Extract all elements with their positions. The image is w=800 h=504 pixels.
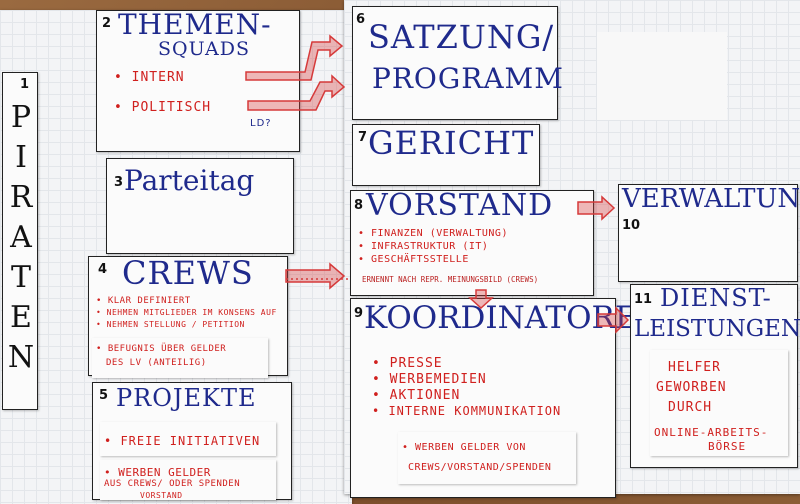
dienstleistungen-item: HELFER [668, 360, 721, 375]
blank-note [597, 32, 727, 120]
crews-note-card [92, 338, 268, 378]
dienstleistungen-item: BÖRSE [708, 440, 747, 453]
dienstleistungen-item: ONLINE-ARBEITS- [654, 426, 769, 439]
dienstleistungen-title-1: DIENST- [660, 284, 772, 312]
projekte-number: 5 [99, 388, 109, 403]
crews-title: CREWS [122, 254, 254, 292]
projekte-item-2b: AUS CREWS/ ODER SPENDEN [104, 479, 241, 489]
letter: T [10, 260, 31, 295]
gericht-title: GERICHT [368, 124, 535, 162]
dienstleistungen-item: GEWORBEN [656, 380, 727, 395]
vorstand-title: VORSTAND [366, 188, 554, 223]
themensquads-number: 2 [102, 16, 112, 31]
parteitag-title: Parteitag [124, 164, 255, 197]
vorstand-card [350, 190, 594, 296]
crews-item: • NEHMEN STELLUNG / PETITION [96, 320, 245, 329]
letter: N [7, 340, 35, 375]
themensquads-note: LD? [250, 118, 272, 129]
koordinatoren-title: KOORDINATOREN [364, 300, 665, 336]
themensquads-title-2: SQUADS [158, 38, 250, 60]
crews-number: 4 [98, 262, 108, 277]
verwaltung-card [618, 184, 798, 282]
dienstleistungen-item: DURCH [668, 400, 713, 415]
projekte-item-1: • FREIE INITIATIVEN [104, 434, 261, 448]
piraten-vertical-label: P I R A T E N [6, 98, 36, 378]
letter: P [10, 100, 32, 135]
projekte-title: PROJEKTE [116, 384, 257, 412]
koordinatoren-item: • WERBEMEDIEN [372, 372, 487, 387]
parteitag-number: 3 [114, 175, 124, 190]
koordinatoren-item: • INTERNE KOMMUNIKATION [372, 404, 562, 418]
gericht-number: 7 [358, 130, 368, 145]
projekte-item-2a: • WERBEN GELDER [104, 466, 211, 479]
koordinatoren-item: • AKTIONEN [372, 388, 461, 403]
satzung-title-2: PROGRAMM [372, 62, 564, 95]
satzung-title-1: SATZUNG/ [368, 18, 555, 56]
verwaltung-title: VERWALTUNG [622, 184, 800, 214]
letter: I [15, 140, 27, 175]
projekte-initiatives-note [100, 422, 276, 456]
projekte-item-2c: VORSTAND [140, 491, 183, 500]
vorstand-item: • FINANZEN (VERWALTUNG) [358, 228, 508, 239]
koordinatoren-note-card [398, 432, 576, 484]
crews-note-1: • BEFUGNIS ÜBER GELDER [96, 344, 227, 354]
crews-note-2: DES LV (ANTEILIG) [106, 358, 207, 368]
vorstand-item: • GESCHÄFTSSTELLE [358, 254, 469, 265]
letter: R [9, 180, 33, 215]
themensquads-intern: • INTERN [114, 70, 185, 85]
dienstleistungen-title-2: LEISTUNGEN [634, 316, 800, 342]
parteitag-card [106, 158, 294, 254]
piraten-card [2, 72, 38, 410]
projekte-funding-note [100, 460, 276, 500]
themensquads-title-1: THEMEN- [118, 8, 272, 41]
koordinatoren-note-2: CREWS/VORSTAND/SPENDEN [408, 462, 552, 473]
koordinatoren-item: • PRESSE [372, 356, 443, 371]
piraten-number: 1 [20, 77, 30, 92]
vorstand-number: 8 [354, 198, 364, 213]
letter: A [10, 220, 32, 255]
dienstleistungen-number: 11 [634, 292, 653, 307]
dienstleistungen-note-card [650, 350, 788, 456]
crews-item: • KLAR DEFINIERT [96, 296, 191, 306]
gericht-card [352, 124, 540, 186]
koordinatoren-number: 9 [354, 306, 364, 321]
koordinatoren-note-1: • WERBEN GELDER VON [402, 442, 526, 453]
verwaltung-number: 10 [622, 218, 641, 233]
themensquads-politisch: • POLITISCH [114, 100, 212, 115]
crews-item: • NEHMEN MITGLIEDER IM KONSENS AUF [96, 308, 277, 317]
satzung-card [352, 6, 558, 120]
vorstand-note: ERNENNT NACH REPR. MEINUNGSBILD (CREWS) [362, 275, 539, 284]
vorstand-item: • INFRASTRUKTUR (IT) [358, 241, 489, 252]
satzung-number: 6 [356, 12, 366, 27]
letter: E [10, 300, 32, 335]
